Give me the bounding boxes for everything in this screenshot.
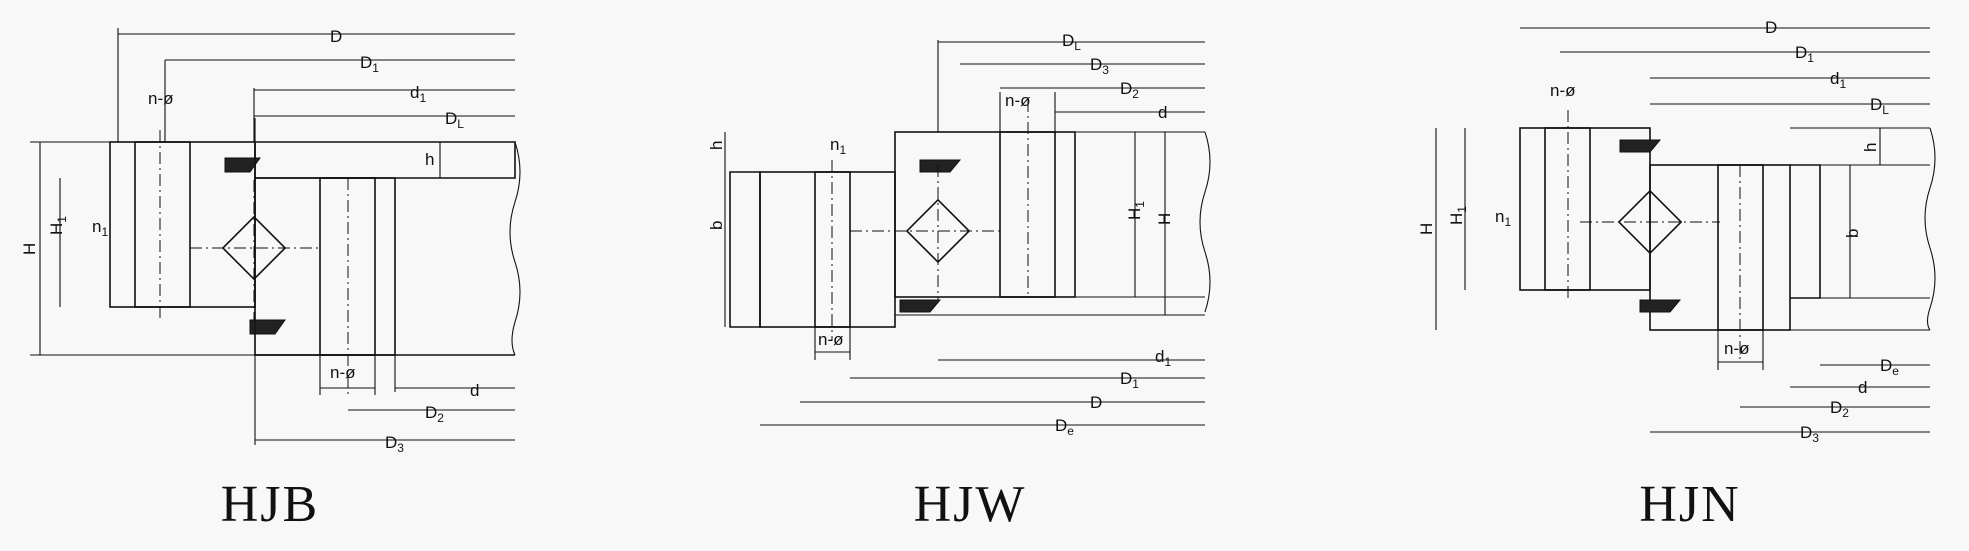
- hjb-label-DL: DL: [445, 109, 464, 131]
- hjw-outer-ring: [759, 171, 896, 328]
- hjw-label-d: d: [1158, 103, 1167, 122]
- hjb-label-D: D: [330, 27, 342, 46]
- hjb-label-n-phi: n-ø: [148, 89, 174, 108]
- hjb-outer-bolt-hole: [134, 141, 191, 308]
- hjw-label-H1: H1: [1125, 201, 1147, 220]
- hjn-label-D1: D1: [1795, 43, 1814, 65]
- hjn-label-n-phi: n-ø: [1550, 81, 1576, 100]
- hjw-label-D1: D1: [1120, 369, 1139, 391]
- hjb-label-d: d: [470, 381, 479, 400]
- hjn-label-n1: n1: [1495, 207, 1511, 229]
- hjn-label-De: De: [1880, 356, 1899, 378]
- hjw-label-D3: D3: [1090, 55, 1109, 77]
- hjn-label-h: h: [1861, 143, 1880, 152]
- hjw-label-d1: d1: [1155, 347, 1171, 369]
- hjw-roller: [905, 198, 971, 264]
- hjw-label-n1: n1: [830, 135, 846, 157]
- hjb-label-n-phi-bottom: n-ø: [330, 363, 356, 382]
- hjn-seal-bottom: [1639, 299, 1682, 313]
- hjb-label-H1: H1: [47, 216, 69, 235]
- hjn-drawing: D D1 d1 DL n-ø n-ø De d D2 D3 n1 H H1 h …: [1417, 18, 1936, 445]
- hjw-label-H: H: [1155, 213, 1174, 225]
- hjb-label-D1: D1: [360, 53, 379, 75]
- hjw-label-h: h: [707, 141, 726, 150]
- hjn-seal-top: [1619, 139, 1662, 153]
- hjb-drawing: D D1 d1 DL n-ø n-ø d D2 D3 h H H1 n1: [20, 27, 521, 455]
- hjn-label-H1: H1: [1447, 206, 1469, 225]
- hjb-seal-bottom: [249, 319, 286, 335]
- hjb-label-d1: d1: [410, 83, 426, 105]
- hjb-label-H: H: [20, 243, 39, 255]
- hjb-label-D3: D3: [385, 433, 404, 455]
- caption-hjn: HJN: [1639, 476, 1741, 533]
- hjb-roller: [221, 215, 287, 281]
- hjw-seal-top: [919, 159, 962, 173]
- hjw-label-D2: D2: [1120, 79, 1139, 101]
- hjw-label-n-phi-bottom: n-ø: [818, 330, 844, 349]
- hjn-label-D2: D2: [1830, 398, 1849, 420]
- hjw-drawing: DL D3 D2 d n-ø n-ø d1 D1 D De n1 h b H1 …: [707, 31, 1211, 438]
- hjn-label-d1: d1: [1830, 69, 1846, 91]
- hjw-inner-ring: [894, 131, 1076, 298]
- hjn-label-D3: D3: [1800, 423, 1819, 445]
- hjn-label-n-phi-bottom: n-ø: [1724, 339, 1750, 358]
- hjb-label-h: h: [425, 150, 434, 169]
- hjb-label-n1: n1: [92, 217, 108, 239]
- hjn-label-DL: DL: [1870, 95, 1889, 117]
- hjw-label-DL: DL: [1062, 31, 1081, 53]
- hjw-label-D: D: [1090, 393, 1102, 412]
- hjn-roller: [1617, 189, 1683, 255]
- hjb-label-D2: D2: [425, 403, 444, 425]
- hjb-seal-top: [224, 157, 261, 173]
- hjn-label-b: b: [1843, 229, 1862, 238]
- caption-hjb: HJB: [220, 476, 320, 533]
- hjb-gear-band: [254, 141, 516, 179]
- hjw-label-b: b: [707, 221, 726, 230]
- hjw-label-n-phi: n-ø: [1005, 91, 1031, 110]
- hjw-label-De: De: [1055, 416, 1074, 438]
- caption-hjw: HJW: [913, 476, 1027, 533]
- hjw-seal-bottom: [899, 299, 942, 313]
- hjn-label-D: D: [1765, 18, 1777, 37]
- hjn-label-d: d: [1858, 378, 1867, 397]
- hjn-label-H: H: [1417, 223, 1436, 235]
